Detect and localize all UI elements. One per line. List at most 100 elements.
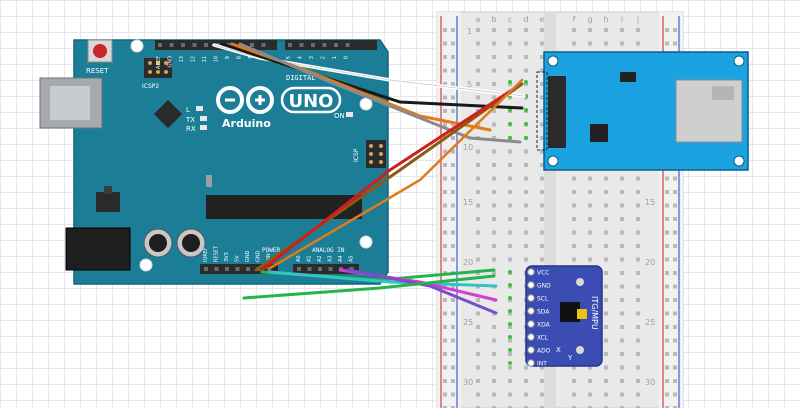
digital-pin-label: 11: [202, 56, 208, 62]
breadboard-hole: [588, 203, 592, 208]
breadboard-hole: [443, 190, 447, 194]
breadboard-hole: [492, 41, 496, 46]
header-pin: [369, 152, 373, 156]
breadboard-hole: [636, 41, 640, 46]
breadboard-hole: [451, 41, 455, 46]
breadboard-hole: [476, 352, 480, 356]
breadboard-hole: [620, 311, 624, 316]
breadboard-hole: [524, 28, 528, 32]
analog-label: ANALOG IN: [312, 247, 345, 254]
breadboard-hole: [665, 392, 669, 397]
breadboard-hole: [665, 271, 669, 275]
row-number: 30: [645, 378, 655, 387]
breadboard-hole: [492, 257, 496, 262]
breadboard-hole: [451, 82, 455, 86]
breadboard-hole: [620, 190, 624, 194]
breadboard-hole: [451, 68, 455, 73]
breadboard-hole: [524, 203, 528, 208]
breadboard-hole: [443, 82, 447, 86]
breadboard-hole: [451, 325, 455, 329]
mpu-pin-label: XCL: [537, 335, 549, 342]
breadboard-hole: [508, 379, 512, 383]
arduino-text: Arduino: [222, 117, 271, 130]
power-pin-socket: [214, 267, 219, 271]
breadboard-hole: [540, 392, 544, 397]
breadboard-hole: [451, 28, 455, 32]
wire-white-outline: [213, 44, 525, 97]
digital-pin-socket: [169, 43, 174, 47]
breadboard-hole: [636, 271, 640, 275]
breadboard-hole: [476, 230, 480, 235]
mpu-chip: [560, 302, 580, 322]
row-numbers-left: 1 5 10 15 20 25 30: [463, 27, 473, 387]
breadboard-hole: [665, 257, 669, 262]
breadboard-hole: [604, 392, 608, 397]
breadboard-hole: [476, 379, 480, 383]
breadboard-hole: [443, 28, 447, 32]
breadboard-hole: [443, 379, 447, 383]
power-pin-label: RESET: [214, 245, 220, 262]
breadboard-hole: [476, 55, 480, 59]
breadboard-hole: [540, 122, 544, 127]
digital-pin-socket: [204, 43, 208, 47]
breadboard-hole: [451, 163, 455, 167]
active-hole: [524, 122, 528, 126]
digital-pin-label: GND: [168, 56, 174, 68]
breadboard-hole: [588, 41, 592, 46]
breadboard-hole: [665, 311, 669, 316]
wire-orange-power: [268, 78, 524, 270]
breadboard-hole: [508, 203, 512, 208]
breadboard-hole: [492, 325, 496, 329]
analog-pin-socket: [349, 267, 354, 271]
active-hole: [508, 309, 512, 313]
breadboard-hole: [673, 230, 677, 235]
breadboard-hole: [492, 271, 496, 275]
sd-mount-hole: [733, 155, 745, 167]
breadboard-hole: [540, 136, 544, 140]
breadboard-hole: [673, 365, 677, 370]
breadboard-hole: [604, 217, 608, 221]
breadboard-hole: [604, 284, 608, 289]
analog-pin-socket: [307, 267, 312, 271]
analog-pin-label: A3: [328, 255, 334, 262]
voltage-regulator-tab: [104, 186, 112, 194]
breadboard-hole: [476, 68, 480, 73]
header-pin: [379, 160, 383, 164]
breadboard-hole: [673, 392, 677, 397]
digital-pin-label: 2: [321, 56, 327, 59]
breadboard-hole: [451, 217, 455, 221]
breadboard-hole: [620, 392, 624, 397]
active-hole: [508, 348, 512, 352]
breadboard-hole: [572, 365, 576, 370]
mounting-hole: [139, 258, 153, 272]
breadboard-hole: [508, 163, 512, 167]
breadboard-hole: [451, 365, 455, 370]
digital-pin-label: 12: [191, 56, 197, 62]
breadboard-hole: [540, 203, 544, 208]
sd-mount-hole: [547, 155, 559, 167]
breadboard-hole: [508, 41, 512, 46]
analog-pin-socket: [328, 267, 333, 271]
breadboard-hole: [540, 149, 544, 154]
tx-led: [200, 116, 207, 121]
wire-green-ground: [242, 274, 496, 300]
breadboard-hole: [540, 109, 544, 113]
reset-button-cap: [93, 44, 107, 58]
breadboard-hole: [572, 379, 576, 383]
breadboard-hole: [673, 284, 677, 289]
breadboard-hole: [443, 163, 447, 167]
active-hole: [508, 361, 512, 365]
breadboard-hole: [476, 298, 480, 302]
breadboard-hole: [588, 365, 592, 370]
breadboard-hole: [443, 176, 447, 181]
breadboard-hole: [476, 392, 480, 397]
row-number: 15: [645, 198, 655, 207]
digital-pin-socket: [311, 43, 315, 47]
breadboard-hole: [524, 230, 528, 235]
power-pin-label: GND: [256, 250, 262, 262]
breadboard-hole: [476, 338, 480, 343]
